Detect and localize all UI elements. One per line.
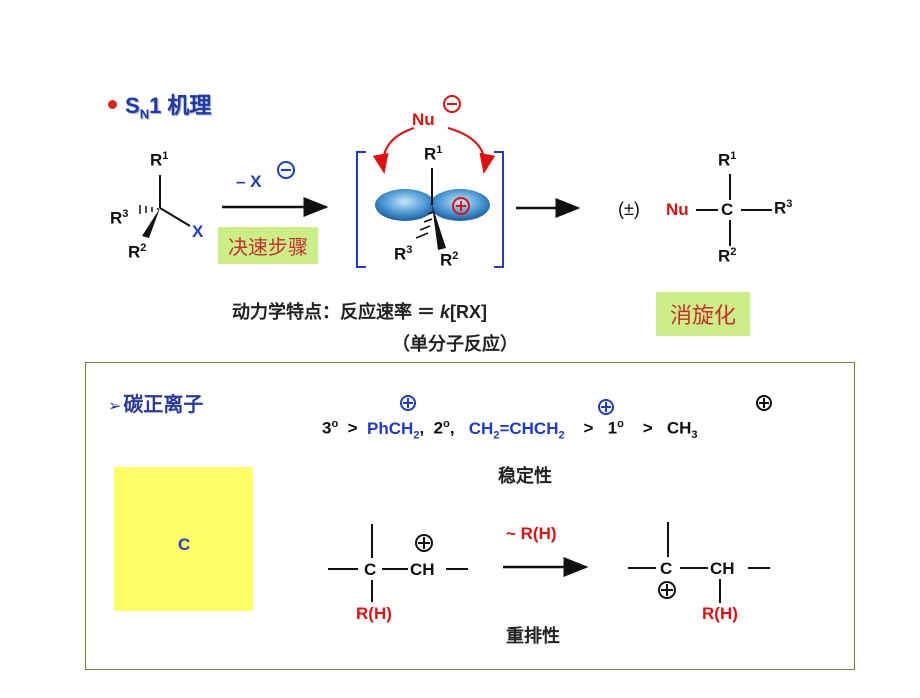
product-r1: R1 [718, 150, 737, 170]
rearr-right-ch: CH [710, 559, 735, 578]
stability-order: 3o > PhCH2, 2o, CH2=CHCH2 > 1o > CH3 [322, 418, 698, 442]
rearrangement-label: 重排性 [506, 626, 560, 646]
bullet-icon [108, 99, 117, 109]
carbocation-panel [85, 362, 855, 670]
rearr-left-ch: CH [410, 560, 435, 579]
stability-label: 稳定性 [498, 466, 552, 486]
intermediate-r3: R3 [394, 244, 413, 264]
right-bracket [494, 151, 504, 268]
wedge-bond [142, 208, 160, 238]
unimolecular-note: （单分子反应） [392, 334, 518, 354]
plus-charge-icon [415, 534, 433, 552]
intermediate-r2: R2 [440, 250, 459, 270]
plus-charge-icon [452, 197, 470, 215]
minus-charge-icon [443, 95, 461, 113]
product-r2: R2 [718, 246, 737, 266]
plus-charge-icon [658, 581, 676, 599]
product-nu: Nu [666, 200, 689, 219]
p-orbital-lobe-left [375, 189, 435, 221]
kinetics-line: 动力学特点：反应速率 ＝ k[RX] [232, 302, 488, 322]
carbocation-center: C [178, 535, 191, 554]
rate-determining-badge: 决速步骤 [218, 227, 318, 264]
bond-line [159, 207, 191, 227]
plus-charge-icon [756, 395, 772, 411]
rearr-right-rh: R(H) [702, 604, 738, 623]
rearr-left-rh: R(H) [356, 604, 392, 623]
triangle-bullet-icon: ➢ [108, 398, 122, 415]
carbocation-title: ➢碳正离子 [108, 394, 204, 416]
rearr-right-c: C [660, 559, 673, 578]
intermediate-r1: R1 [424, 144, 443, 164]
reactant-r3: R3 [110, 208, 129, 228]
rearr-left-c: C [364, 560, 377, 579]
section-title: SN1 机理 [108, 88, 211, 121]
attack-arrow-left [372, 127, 415, 174]
rearr-shift-label: ~ R(H) [506, 524, 557, 543]
reactant-r1: R1 [150, 150, 169, 170]
product-r3: R3 [774, 198, 793, 218]
minus-charge-icon [277, 161, 295, 179]
attack-arrow-right [447, 127, 496, 174]
racemic-label: (±) [618, 199, 640, 219]
carbocation-structure-box [114, 467, 253, 611]
product-carbon: C [721, 200, 734, 219]
leaving-group-label: – X [236, 172, 262, 191]
reactant-r2: R2 [128, 242, 147, 262]
nucleophile-label: Nu [412, 110, 435, 129]
racemization-badge: 消旋化 [656, 292, 751, 336]
plus-charge-icon [400, 395, 614, 415]
hashed-bond [415, 211, 435, 239]
wedge-bond [432, 205, 446, 250]
hashed-bond [139, 205, 159, 214]
reactant-leaving-group: X [192, 222, 204, 241]
left-bracket [356, 151, 366, 268]
